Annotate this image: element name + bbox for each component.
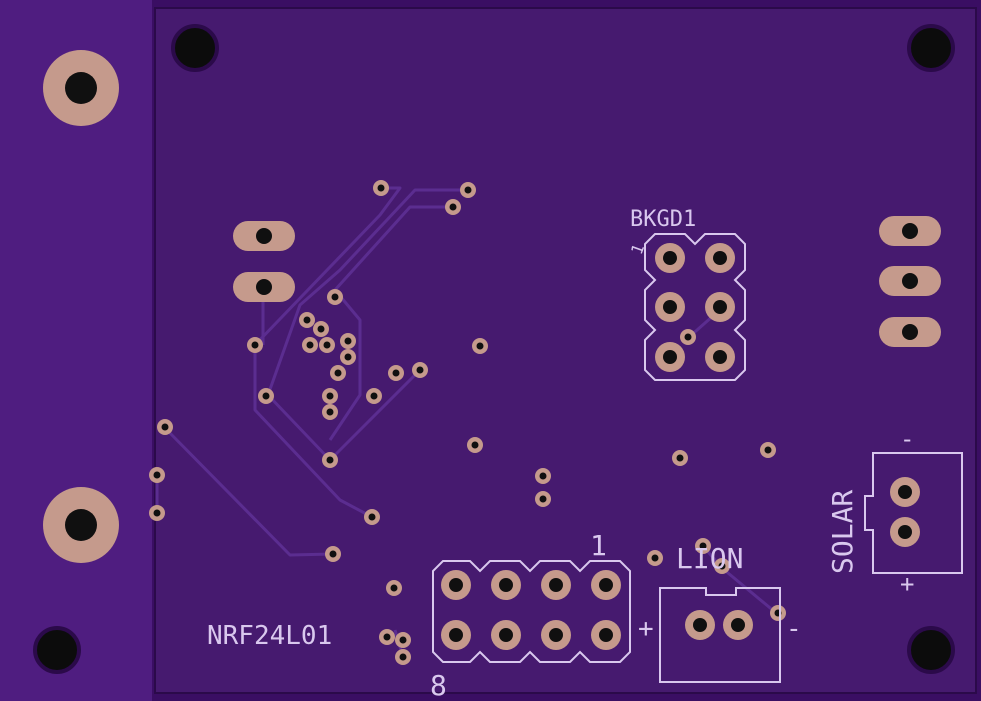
- via-hole-icon: [306, 341, 314, 349]
- drill-hole-icon: [65, 509, 97, 541]
- via-hole-icon: [377, 184, 385, 192]
- via-hole-icon: [326, 408, 334, 416]
- nrf-pin1-label: 1: [590, 529, 607, 562]
- drill-hole-icon: [65, 72, 97, 104]
- via-hole-icon: [368, 513, 376, 521]
- drill-hole-icon: [499, 628, 513, 642]
- via-hole-icon: [416, 366, 424, 374]
- drill-hole-icon: [256, 228, 272, 244]
- right-oval-pads: [879, 216, 941, 347]
- via-hole-icon: [326, 392, 334, 400]
- via-hole-icon: [390, 584, 398, 592]
- mounting-holes: [33, 24, 955, 674]
- drill-hole-icon: [599, 628, 613, 642]
- via-hole-icon: [329, 550, 337, 558]
- lion-outline: [659, 587, 781, 683]
- via-hole-icon: [334, 369, 342, 377]
- via-hole-icon: [326, 456, 334, 464]
- via-hole-icon: [471, 441, 479, 449]
- lion-label: LION: [676, 542, 743, 575]
- drill-hole-icon: [549, 628, 563, 642]
- drill-hole-icon: [731, 618, 745, 632]
- traces: [155, 186, 776, 658]
- solar-plus-label: +: [900, 570, 914, 598]
- via-hole-icon: [317, 325, 325, 333]
- drill-hole-icon: [33, 626, 81, 674]
- lion-plus-label: +: [638, 614, 654, 644]
- via-hole-icon: [303, 316, 311, 324]
- via-hole-icon: [718, 562, 726, 570]
- solar-connector: SOLAR - +: [826, 425, 963, 598]
- via-hole-icon: [684, 333, 692, 341]
- edge-pads: [43, 50, 119, 563]
- drill-hole-icon: [256, 279, 272, 295]
- via-hole-icon: [323, 341, 331, 349]
- via-hole-icon: [539, 495, 547, 503]
- drill-hole-icon: [902, 324, 918, 340]
- drill-hole-icon: [713, 300, 727, 314]
- drill-hole-icon: [902, 223, 918, 239]
- via-hole-icon: [262, 392, 270, 400]
- via-hole-icon: [383, 633, 391, 641]
- drill-hole-icon: [898, 525, 912, 539]
- via-hole-icon: [331, 293, 339, 301]
- vias: [149, 180, 786, 665]
- nrf24l01-header: NRF24L01 1 8: [207, 529, 631, 701]
- drill-hole-icon: [449, 628, 463, 642]
- drill-hole-icon: [663, 300, 677, 314]
- via-hole-icon: [539, 472, 547, 480]
- drill-hole-icon: [663, 251, 677, 265]
- drill-hole-icon: [713, 251, 727, 265]
- bkgd1-label: BKGD1: [630, 207, 696, 232]
- lion-minus-label: -: [786, 614, 802, 644]
- drill-hole-icon: [902, 273, 918, 289]
- drill-hole-icon: [171, 24, 219, 72]
- via-hole-icon: [476, 342, 484, 350]
- via-hole-icon: [153, 471, 161, 479]
- via-hole-icon: [449, 203, 457, 211]
- via-hole-icon: [251, 341, 259, 349]
- left-oval-pads: [233, 221, 295, 302]
- solar-outline: [864, 452, 963, 574]
- via-hole-icon: [464, 186, 472, 194]
- solar-label: SOLAR: [826, 490, 859, 574]
- via-hole-icon: [399, 636, 407, 644]
- via-hole-icon: [651, 554, 659, 562]
- drill-hole-icon: [693, 618, 707, 632]
- via-hole-icon: [699, 542, 707, 550]
- drill-hole-icon: [898, 485, 912, 499]
- drill-hole-icon: [499, 578, 513, 592]
- via-hole-icon: [392, 369, 400, 377]
- via-hole-icon: [153, 509, 161, 517]
- drill-hole-icon: [907, 626, 955, 674]
- via-hole-icon: [676, 454, 684, 462]
- drill-hole-icon: [549, 578, 563, 592]
- via-hole-icon: [764, 446, 772, 454]
- drill-hole-icon: [907, 24, 955, 72]
- bkgd1-outline: [644, 233, 746, 381]
- lion-connector: LION + -: [638, 542, 802, 683]
- drill-hole-icon: [713, 350, 727, 364]
- drill-hole-icon: [599, 578, 613, 592]
- via-hole-icon: [161, 423, 169, 431]
- nrf24l01-label: NRF24L01: [207, 621, 332, 651]
- nrf-pin8-label: 8: [430, 669, 447, 701]
- via-hole-icon: [344, 337, 352, 345]
- bkgd1-header: BKGD1 1: [627, 207, 746, 381]
- via-hole-icon: [344, 353, 352, 361]
- drill-hole-icon: [663, 350, 677, 364]
- drill-hole-icon: [449, 578, 463, 592]
- via-hole-icon: [399, 653, 407, 661]
- solar-minus-label: -: [900, 425, 914, 453]
- via-hole-icon: [370, 392, 378, 400]
- nrf-outline: [432, 560, 631, 663]
